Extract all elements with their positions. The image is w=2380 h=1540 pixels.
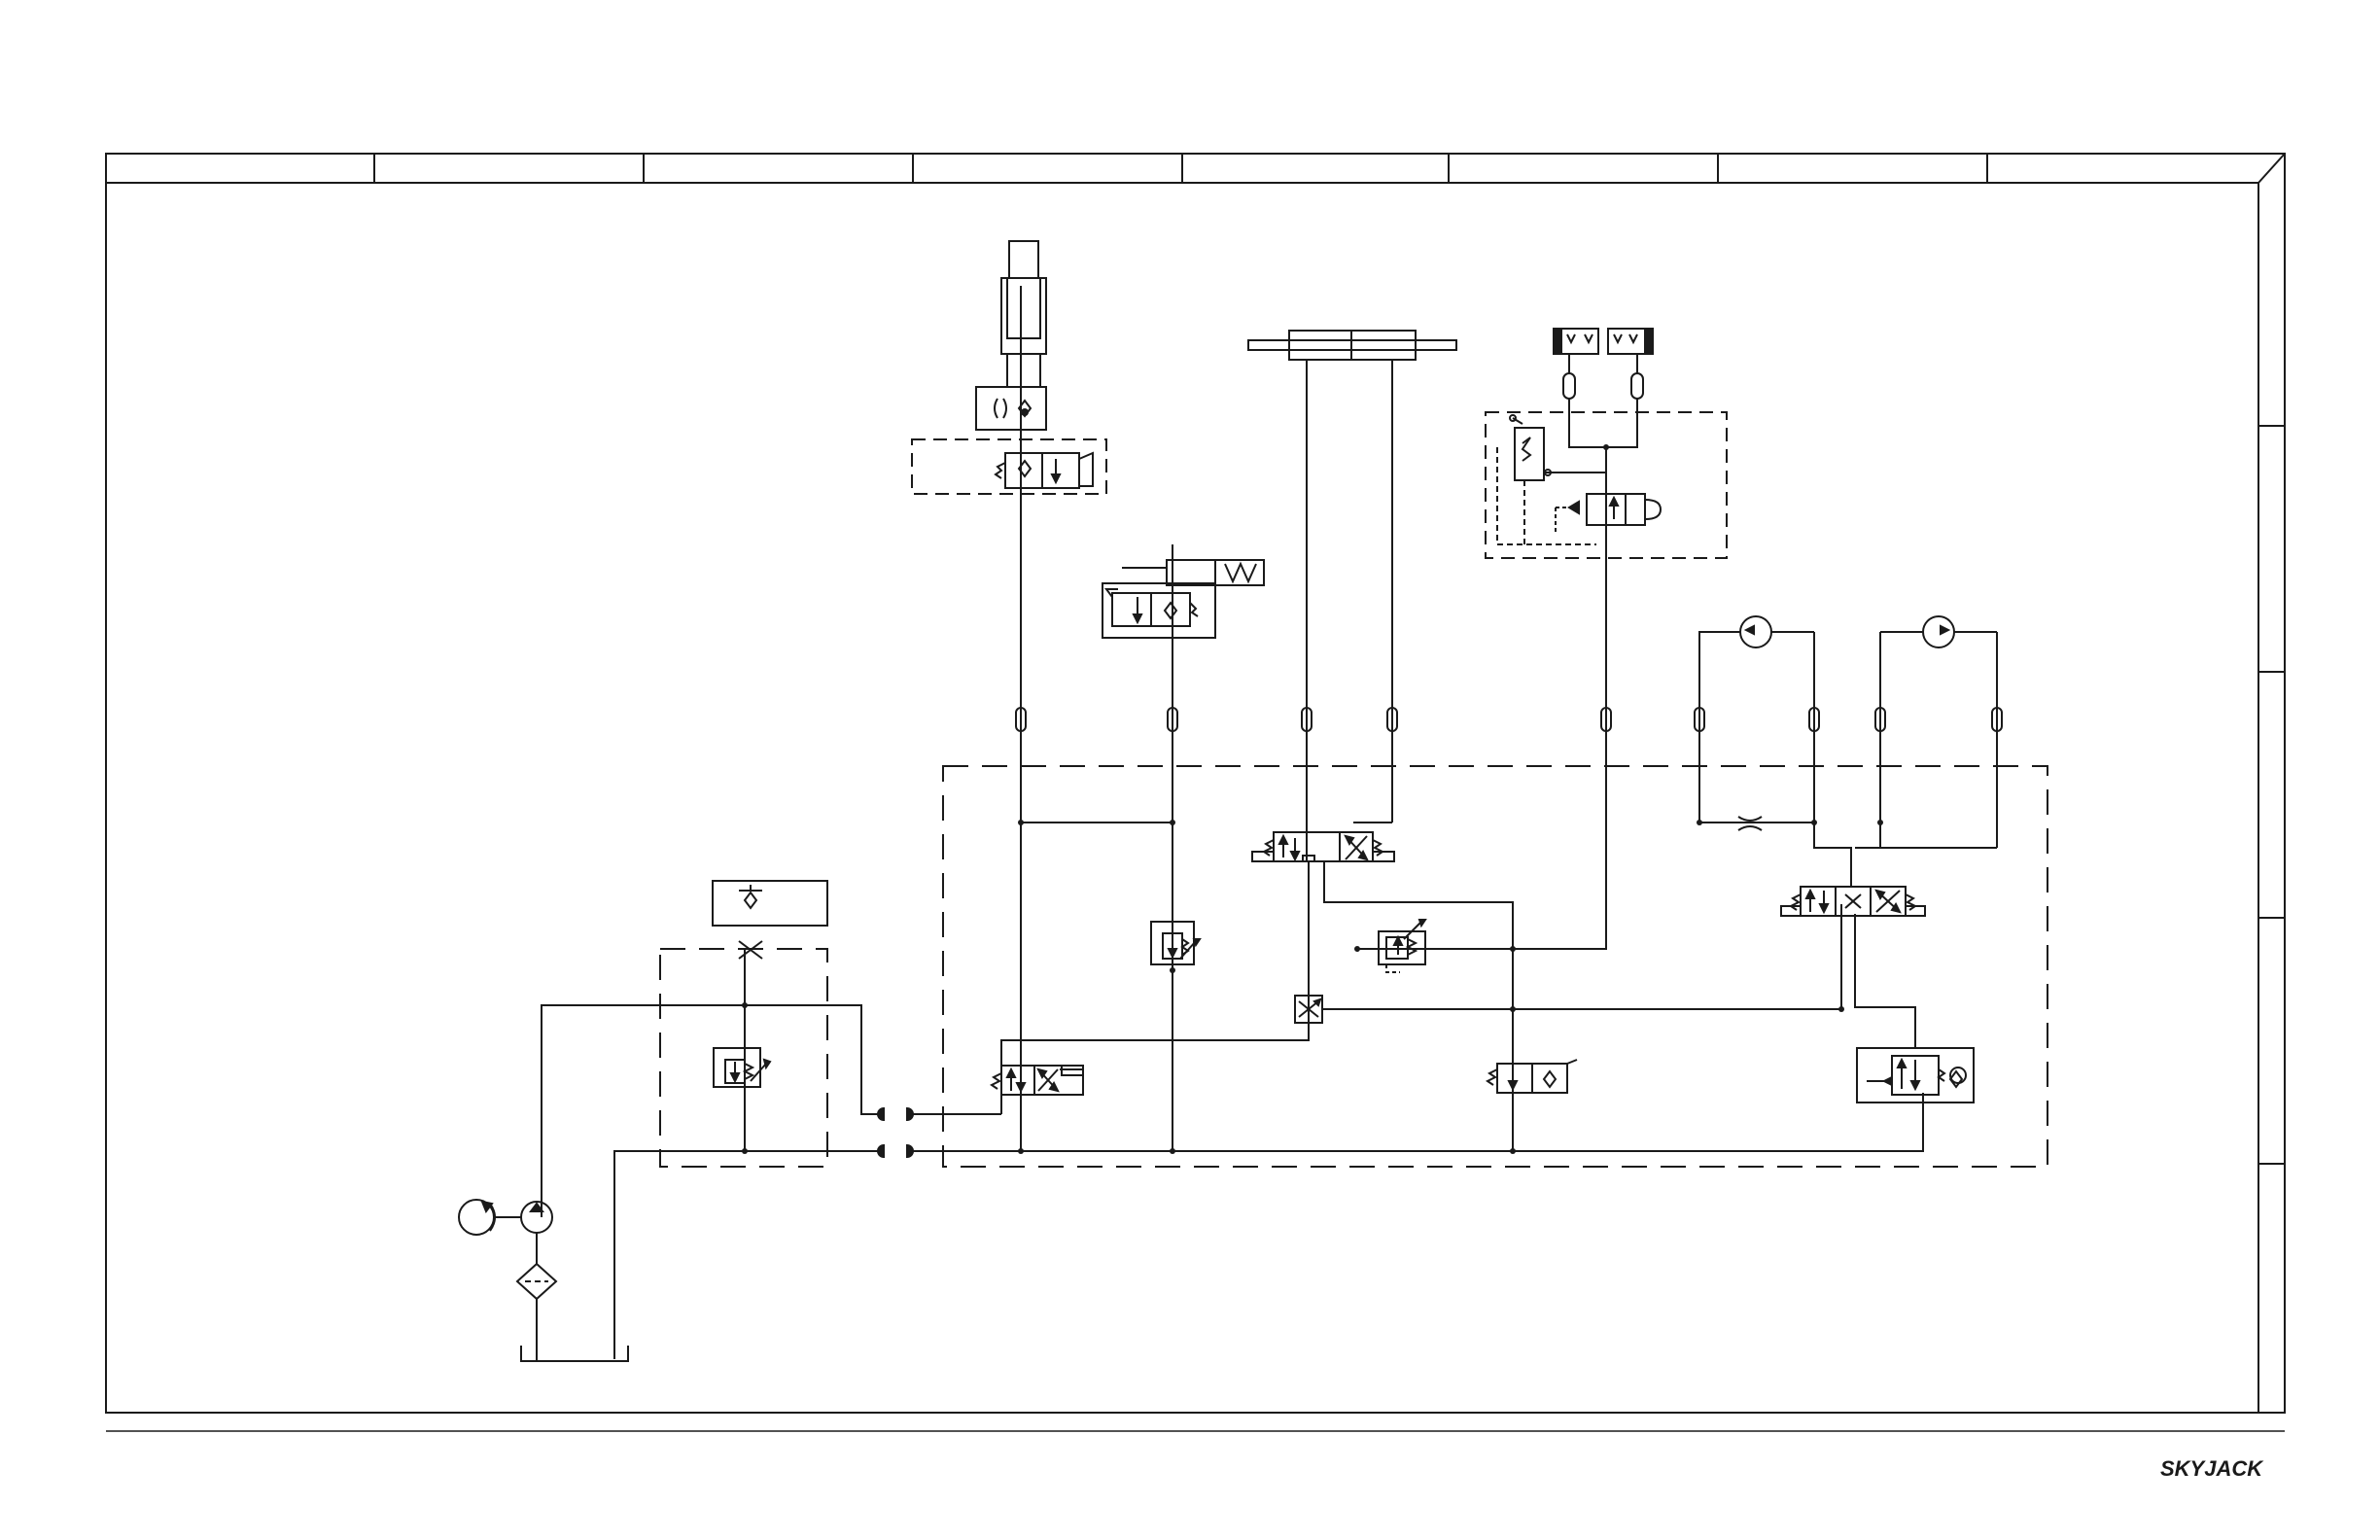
main-manifold-boundary [943,766,2048,1167]
drive-motor-left [1699,616,1814,739]
counterbalance-valve [1857,1048,1974,1102]
brake-cylinders [1554,329,1653,447]
steer-relief-valve [1151,922,1200,964]
drive-motor-right [1880,616,1997,648]
manifold-boundaries [660,412,2048,1167]
skyjack-logo: SKYJACK [2160,1456,2264,1481]
junction-dots [742,444,1883,1154]
relief-check-block [713,881,827,959]
main-lines [542,286,1997,1359]
steer-directional-valve [1252,832,1394,861]
quick-couplers [1016,708,2002,731]
brake-release-cylinder [1102,560,1264,638]
motor [459,1200,521,1235]
drive-directional-valve [1781,887,1925,916]
pressure-return-couplers [878,1108,913,1157]
logo-text: SKYJACK [2160,1456,2264,1481]
lift-valve-block-boundary [912,439,1106,494]
main-relief-valve [714,1048,770,1087]
title-block-rows [2258,426,2285,1164]
filter [517,1264,556,1361]
lift-cylinder [1001,241,1046,387]
brake-valve [1497,415,1661,546]
title-block-columns [374,154,1987,183]
brake-solenoid-valve [1488,1060,1577,1093]
steer-cylinder [1248,331,1456,379]
drawing-frame [106,154,2285,1431]
lift-directional-valve [992,1066,1083,1095]
lowering-valve [976,387,1093,488]
reducing-valve [1379,920,1425,972]
pump [521,1202,552,1264]
